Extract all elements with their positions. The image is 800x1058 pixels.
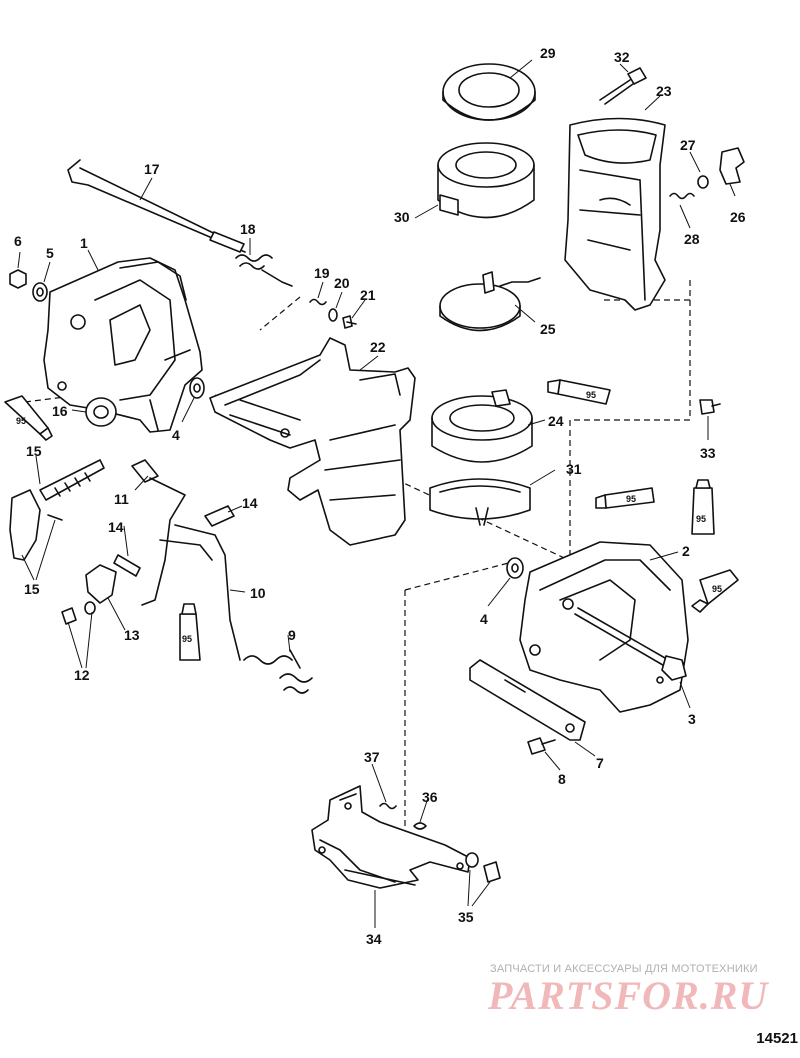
part-4-washer-right bbox=[506, 557, 524, 579]
callout-32: 32 bbox=[614, 49, 630, 65]
part-32-bolt bbox=[599, 67, 647, 105]
part-10-tilt-rod bbox=[141, 477, 241, 661]
part-11-knob bbox=[131, 459, 159, 483]
part-14-pin-upper bbox=[204, 505, 235, 527]
part-23-swivel-housing bbox=[564, 117, 666, 311]
part-7-plate bbox=[469, 659, 586, 741]
part-15-screw bbox=[47, 514, 63, 521]
part-35-screw-washer bbox=[465, 852, 501, 883]
lubricant-tube-left: 95 bbox=[4, 395, 53, 441]
svg-text:95: 95 bbox=[712, 584, 722, 594]
lubricant-tube-vertical-right: 95 bbox=[691, 479, 715, 535]
callout-23: 23 bbox=[656, 83, 672, 99]
callout-13: 13 bbox=[124, 627, 140, 643]
callout-26: 26 bbox=[730, 209, 746, 225]
callout-29: 29 bbox=[540, 45, 556, 61]
callout-19: 19 bbox=[314, 265, 330, 281]
callout-17: 17 bbox=[144, 161, 160, 177]
callout-3: 3 bbox=[688, 711, 696, 727]
callout-18: 18 bbox=[240, 221, 256, 237]
svg-text:95: 95 bbox=[586, 390, 596, 400]
callout-4-right: 4 bbox=[480, 611, 488, 627]
part-22-swivel-bracket bbox=[209, 337, 416, 546]
part-9-spring bbox=[243, 649, 313, 694]
part-16-knob bbox=[85, 397, 117, 427]
part-31-split-bushing bbox=[429, 478, 531, 526]
svg-text:95: 95 bbox=[16, 416, 26, 426]
leader-lines bbox=[17, 59, 736, 928]
part-15-tilt-lever bbox=[9, 459, 105, 561]
callout-16: 16 bbox=[52, 403, 68, 419]
callout-7: 7 bbox=[596, 755, 604, 771]
part-1-clamp-bracket bbox=[43, 257, 203, 433]
part-33-grease-fitting bbox=[699, 399, 721, 415]
lubricant-tube-far-right: 95 bbox=[691, 569, 739, 613]
part-28-spring bbox=[669, 192, 695, 200]
part-4-washer-left bbox=[189, 377, 205, 399]
part-5-washer bbox=[32, 282, 48, 302]
svg-text:95: 95 bbox=[182, 634, 192, 644]
part-2-clamp-bracket bbox=[519, 541, 689, 713]
callout-4-left: 4 bbox=[172, 427, 180, 443]
callout-11: 11 bbox=[114, 491, 129, 507]
part-20-washer bbox=[328, 308, 338, 322]
callout-34: 34 bbox=[366, 931, 382, 947]
callout-14-lower: 14 bbox=[108, 519, 124, 535]
part-25-clamp-band bbox=[439, 271, 541, 332]
callout-15-lower: 15 bbox=[24, 581, 40, 597]
lubricant-tube-upper-right: 95 bbox=[547, 379, 611, 405]
part-3-bolt bbox=[574, 607, 687, 681]
callout-31: 31 bbox=[566, 461, 582, 477]
part-27-washer bbox=[697, 175, 709, 189]
part-12-screw-washer bbox=[61, 601, 96, 625]
callout-21: 21 bbox=[360, 287, 376, 303]
callout-37: 37 bbox=[364, 749, 380, 765]
callout-6: 6 bbox=[14, 233, 22, 249]
part-36-clip bbox=[413, 822, 427, 830]
part-14-pin-lower bbox=[113, 554, 141, 577]
callout-5: 5 bbox=[46, 245, 54, 261]
part-30-bushing bbox=[437, 142, 535, 219]
part-18-spring bbox=[235, 254, 293, 287]
callout-1: 1 bbox=[80, 235, 88, 251]
part-21-screw bbox=[342, 315, 357, 329]
part-13-bracket bbox=[85, 564, 117, 604]
callout-30: 30 bbox=[394, 209, 410, 225]
callout-14-upper: 14 bbox=[242, 495, 258, 511]
callout-20: 20 bbox=[334, 275, 350, 291]
callout-2: 2 bbox=[682, 543, 690, 559]
callout-8: 8 bbox=[558, 771, 566, 787]
callout-12: 12 bbox=[74, 667, 90, 683]
callout-15-upper: 15 bbox=[26, 443, 42, 459]
watermark-logo: PARTSFOR.RU bbox=[488, 973, 769, 1018]
callout-33: 33 bbox=[700, 445, 716, 461]
part-26-clip bbox=[719, 147, 745, 185]
part-24-bushing bbox=[431, 389, 533, 463]
callout-10: 10 bbox=[250, 585, 266, 601]
part-34-tilt-lock-lever bbox=[311, 785, 471, 889]
svg-text:95: 95 bbox=[626, 494, 636, 504]
callout-labels: 1 2 3 4 4 5 6 7 8 9 10 11 12 13 14 14 15… bbox=[14, 45, 746, 947]
part-19-spring bbox=[309, 298, 327, 306]
part-17-rod bbox=[67, 159, 246, 253]
part-29-thrust-washer bbox=[442, 63, 536, 121]
callout-35: 35 bbox=[458, 909, 474, 925]
svg-text:95: 95 bbox=[696, 514, 706, 524]
lubricant-tube-center: 95 bbox=[179, 603, 201, 661]
callout-22: 22 bbox=[370, 339, 386, 355]
drawing-number: 14521 bbox=[756, 1030, 798, 1047]
callout-36: 36 bbox=[422, 789, 438, 805]
watermark-caption: ЗАПЧАСТИ И АКСЕССУАРЫ ДЛЯ МОТОТЕХНИКИ bbox=[490, 963, 758, 975]
callout-28: 28 bbox=[684, 231, 700, 247]
lubricant-tube-mid-right: 95 bbox=[595, 487, 655, 509]
callout-9: 9 bbox=[288, 627, 296, 643]
part-37-spring bbox=[379, 802, 397, 810]
part-6-nut bbox=[9, 269, 27, 289]
callout-27: 27 bbox=[680, 137, 696, 153]
part-8-screw bbox=[527, 737, 556, 755]
callout-25: 25 bbox=[540, 321, 556, 337]
callout-24: 24 bbox=[548, 413, 564, 429]
